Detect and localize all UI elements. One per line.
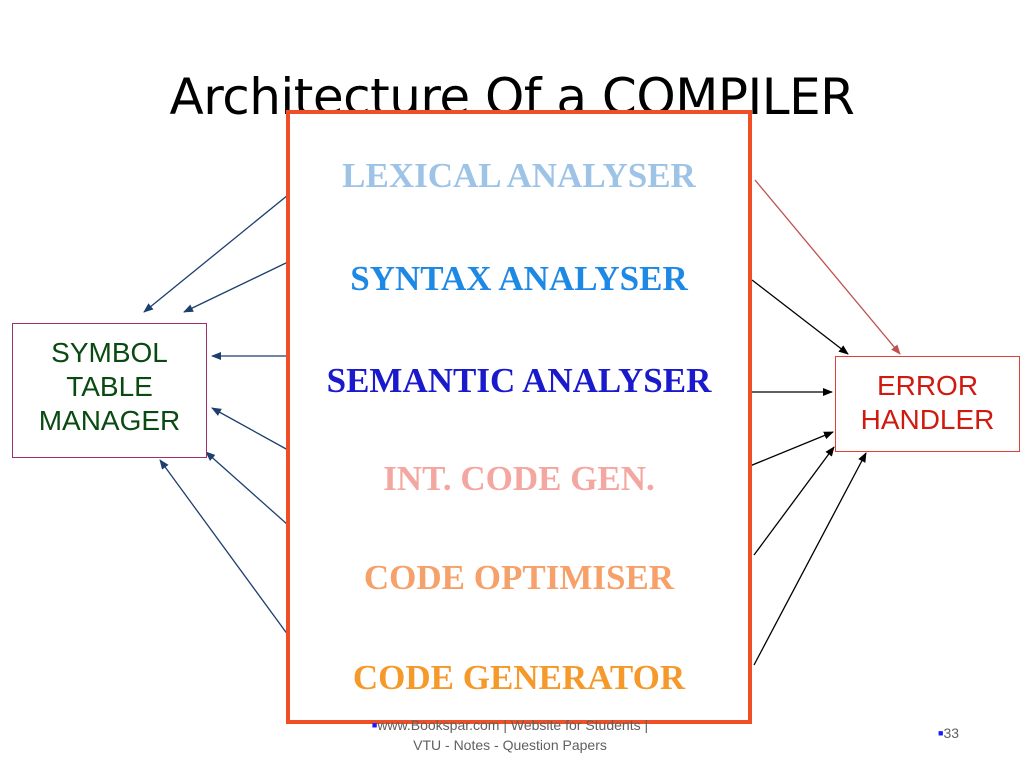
phase-int-code-gen: INT. CODE GEN.	[383, 459, 655, 498]
error-handler-line-2: HANDLER	[860, 404, 995, 435]
footer-line-2: VTU - Notes - Question Papers	[413, 737, 607, 753]
arrow-generator-to-symbol-table	[159, 459, 289, 636]
phase-code-generator: CODE GENERATOR	[352, 658, 686, 697]
symbol-table-line-2: TABLE	[66, 371, 153, 402]
phase-code-optimiser: CODE OPTIMISER	[363, 558, 675, 597]
arrow-syntax-to-error-handler	[751, 279, 849, 355]
symbol-table-manager-box: SYMBOL TABLE MANAGER	[12, 323, 207, 458]
arrow-lexical-to-symbol-table	[143, 194, 289, 313]
arrow-syntax-to-symbol-table	[183, 261, 289, 313]
page-number: ■33	[938, 725, 959, 741]
error-handler-line-1: ERROR	[876, 370, 979, 401]
page-number-value: 33	[943, 725, 960, 741]
symbol-table-line-1: SYMBOL	[51, 337, 168, 368]
arrow-intcode-to-error-handler	[744, 431, 834, 469]
phase-lexical-analyser: LEXICAL ANALYSER	[342, 156, 696, 195]
arrow-lexical-to-error-handler	[754, 179, 901, 355]
arrow-intcode-to-symbol-table	[211, 407, 289, 451]
symbol-table-line-3: MANAGER	[38, 405, 181, 436]
phase-semantic-analyser: SEMANTIC ANALYSER	[326, 361, 712, 400]
slide-footer: ■www.Bookspar.com | Website for Students…	[340, 715, 680, 755]
arrow-optimiser-to-error-handler	[753, 446, 835, 556]
error-handler-box: ERROR HANDLER	[835, 356, 1020, 452]
arrow-generator-to-error-handler	[753, 452, 867, 666]
footer-bullet-icon: ■	[371, 720, 378, 730]
page-number-bullet-icon: ■	[938, 728, 944, 738]
arrow-optimiser-to-symbol-table	[205, 451, 289, 526]
footer-line-1: www.Bookspar.com | Website for Students …	[377, 717, 649, 733]
compiler-phases-box: LEXICAL ANALYSER SYNTAX ANALYSER SEMANTI…	[286, 110, 752, 724]
phase-syntax-analyser: SYNTAX ANALYSER	[350, 259, 688, 298]
